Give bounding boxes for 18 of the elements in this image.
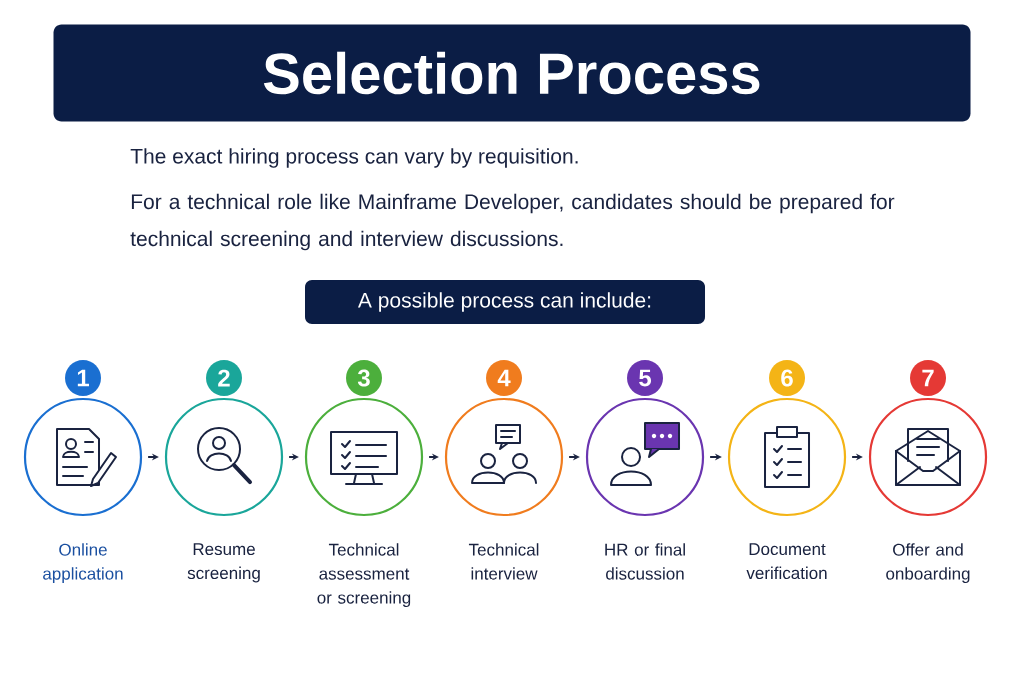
step-label: Document verification xyxy=(746,543,827,580)
number-badge: 4 xyxy=(486,360,522,396)
number-badge: 7 xyxy=(910,360,946,396)
number-badge: 2 xyxy=(206,360,242,396)
step-label: Resume screening xyxy=(187,543,260,583)
number-badge: 1 xyxy=(65,360,101,396)
number-badge: 5 xyxy=(627,360,663,396)
intro-text: For a technical role like Mainframe Developer, candidates should be prepared for technical screening and interview discussions. xyxy=(130,193,895,251)
intro-text: The exact hiring process can vary by requisition. xyxy=(130,148,578,168)
step-label: Technical assessment or screening xyxy=(317,543,411,608)
step-label: HR or final discussion xyxy=(605,543,685,580)
number-badge: 6 xyxy=(769,360,805,396)
number-badge: 3 xyxy=(346,360,382,396)
subheading-pill: A possible process can include: xyxy=(305,280,705,324)
step-label: Technical interview xyxy=(468,543,539,580)
title-banner: Selection Process xyxy=(53,24,971,122)
step-label: Online application xyxy=(43,543,123,584)
step-label: Offer and onboarding xyxy=(886,543,970,584)
